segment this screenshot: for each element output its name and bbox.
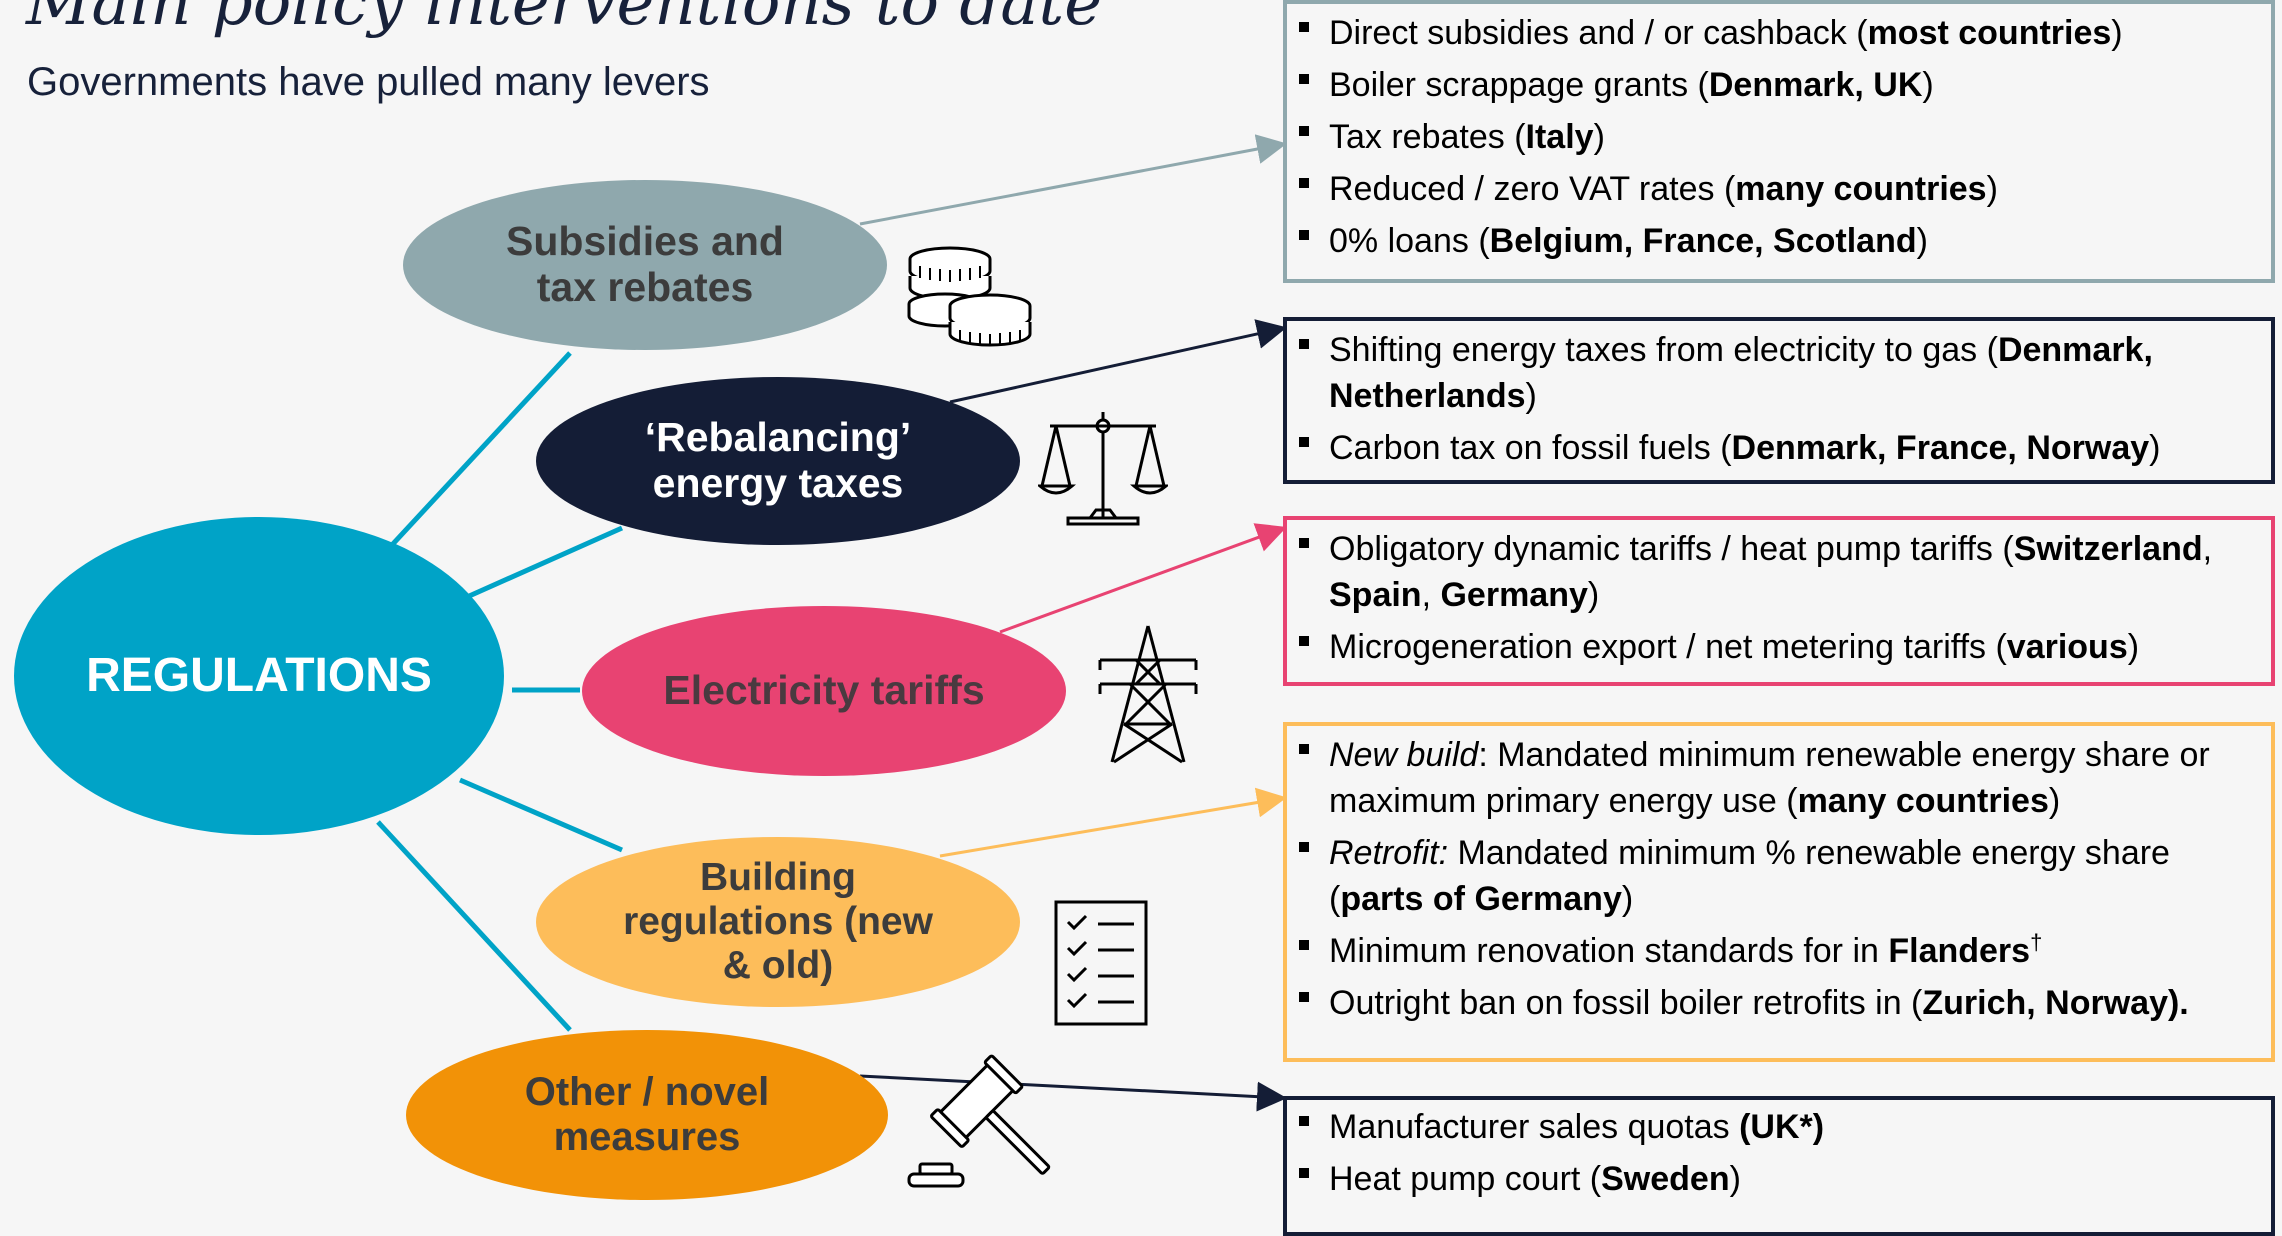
spoke-building — [459, 777, 623, 853]
pylon-icon — [1098, 625, 1198, 764]
node-regulations-label: REGULATIONS — [86, 649, 432, 703]
list-item: New build: Mandated minimum renewable en… — [1299, 732, 2255, 824]
gavel-icon — [907, 1054, 1051, 1188]
box-electricity: Obligatory dynamic tariffs / heat pump t… — [1283, 516, 2275, 686]
list-item: Minimum renovation standards for in Flan… — [1299, 928, 2255, 974]
arrow-building — [939, 787, 1287, 858]
spoke-subsidies — [376, 351, 572, 562]
list-item: Obligatory dynamic tariffs / heat pump t… — [1299, 526, 2255, 618]
page-subtitle: Governments have pulled many levers — [27, 60, 710, 104]
node-rebalancing: ‘Rebalancing’ energy taxes — [536, 377, 1020, 545]
node-subsidies-line2: tax rebates — [536, 264, 754, 310]
arrow-other — [859, 1074, 1287, 1112]
box-rebalancing: Shifting energy taxes from electricity t… — [1283, 317, 2275, 484]
node-subsidies: Subsidies and tax rebates — [403, 180, 887, 350]
spoke-other — [376, 820, 572, 1032]
scales-icon — [1038, 412, 1168, 526]
node-building-line3: & old) — [722, 943, 834, 987]
list-item: Tax rebates (Italy) — [1299, 114, 2255, 160]
list-item: 0% loans (Belgium, France, Scotland) — [1299, 218, 2255, 264]
list-item: Outright ban on fossil boiler retrofits … — [1299, 980, 2255, 1026]
checklist-icon — [1054, 900, 1148, 1026]
node-rebalancing-line2: energy taxes — [652, 460, 904, 506]
node-building: Building regulations (new & old) — [536, 837, 1020, 1007]
node-building-line1: Building — [700, 856, 856, 900]
node-other: Other / novel measures — [406, 1030, 888, 1200]
arrow-subsidies — [859, 134, 1287, 226]
list-item: Direct subsidies and / or cashback (most… — [1299, 10, 2255, 56]
list-item: Shifting energy taxes from electricity t… — [1299, 327, 2255, 419]
node-subsidies-line1: Subsidies and — [506, 218, 784, 265]
list-item: Heat pump court (Sweden) — [1299, 1156, 2255, 1202]
list-item: Retrofit: Mandated minimum % renewable e… — [1299, 830, 2255, 922]
node-electricity: Electricity tariffs — [582, 606, 1066, 776]
node-electricity-label: Electricity tariffs — [663, 667, 985, 714]
box-other: Manufacturer sales quotas (UK*) Heat pum… — [1283, 1096, 2275, 1236]
page-title: Main policy interventions to date — [26, 0, 1103, 40]
node-regulations: REGULATIONS — [14, 517, 504, 835]
box-subsidies: Direct subsidies and / or cashback (most… — [1283, 0, 2275, 283]
list-item: Carbon tax on fossil fuels (Denmark, Fra… — [1299, 425, 2255, 471]
box-building: New build: Mandated minimum renewable en… — [1283, 722, 2275, 1062]
list-item: Manufacturer sales quotas (UK*) — [1299, 1104, 2255, 1150]
spoke-rebalancing — [456, 525, 624, 604]
arrow-rebalancing — [949, 319, 1287, 404]
list-item: Boiler scrappage grants (Denmark, UK) — [1299, 62, 2255, 108]
node-other-line2: measures — [553, 1115, 741, 1159]
node-other-line1: Other / novel — [524, 1070, 770, 1115]
coins-icon — [907, 246, 1032, 347]
arrow-electricity — [999, 523, 1287, 634]
node-building-line2: regulations (new — [623, 900, 933, 944]
list-item: Reduced / zero VAT rates (many countries… — [1299, 166, 2255, 212]
node-rebalancing-line1: ‘Rebalancing’ — [644, 414, 912, 461]
list-item: Microgeneration export / net metering ta… — [1299, 624, 2255, 670]
